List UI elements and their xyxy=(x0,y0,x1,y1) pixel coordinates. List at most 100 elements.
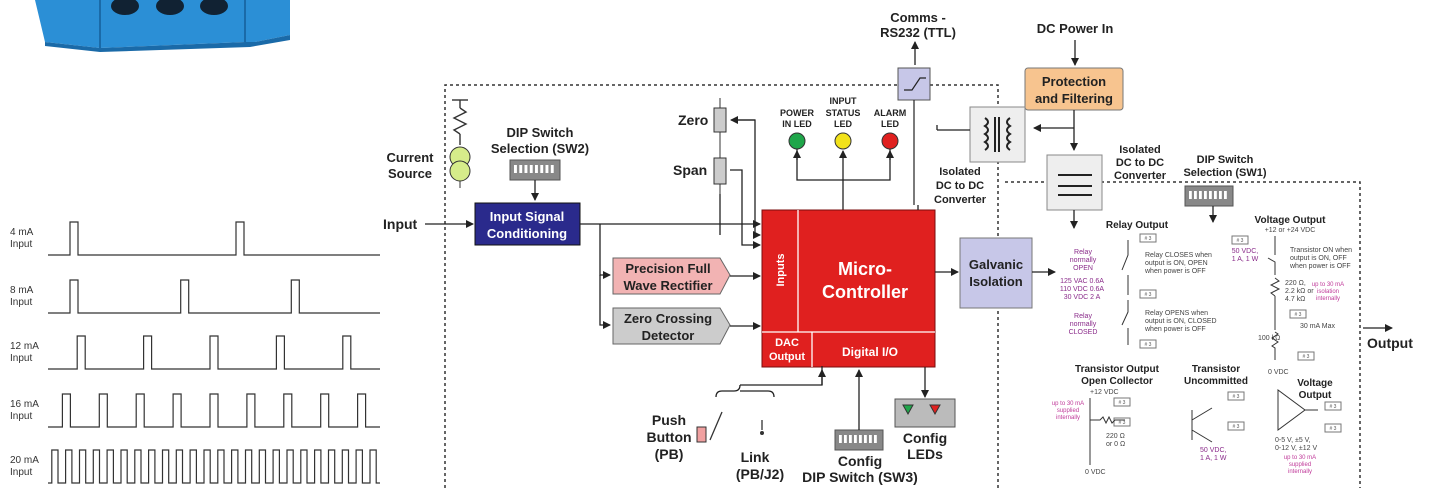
product-photo xyxy=(35,0,290,52)
current-source-label-1: Current xyxy=(387,150,435,165)
led-input-label-3: LED xyxy=(834,119,853,129)
link-label-1: Link xyxy=(741,449,770,465)
vout-r-3: up to 30 mA xyxy=(1284,455,1316,461)
terminal-label: # 3 xyxy=(1145,236,1152,242)
waveform-trace xyxy=(48,221,380,256)
transformer-icon xyxy=(983,117,1012,152)
wave-label-12ma-sub: Input xyxy=(10,353,32,364)
dip-key xyxy=(839,435,842,443)
toc-title-2: Open Collector xyxy=(1081,376,1153,387)
span-label: Span xyxy=(673,162,707,178)
wave-label-4ma: 4 mA xyxy=(10,227,34,238)
relay-contacts-icon xyxy=(1121,240,1129,345)
dip-key xyxy=(550,165,554,173)
wave-label-8ma-sub: Input xyxy=(10,297,32,308)
dip-key xyxy=(1199,191,1202,199)
microcontroller-label-1: Micro- xyxy=(838,259,892,279)
current-source-label-2: Source xyxy=(388,166,432,181)
dip-key xyxy=(859,435,862,443)
relay-rating-3: 30 VDC 2 A xyxy=(1064,294,1101,301)
relay-closes-2: output is ON, OPEN xyxy=(1145,260,1208,267)
terminal-label: # 3 xyxy=(1119,400,1126,406)
vo-trans-1: Transistor ON when xyxy=(1290,247,1352,254)
power-led-icon xyxy=(788,132,806,150)
toc-0v: 0 VDC xyxy=(1085,469,1106,476)
protection-label-1: Protection xyxy=(1042,74,1106,89)
voltage-output-circuit-icon xyxy=(1267,236,1281,360)
relay-opens-1: Relay OPENS when xyxy=(1145,310,1208,317)
terminal-label: # 3 xyxy=(1145,342,1152,348)
tu-rating-2: 1 A, 1 W xyxy=(1200,455,1227,462)
zcd-label-1: Zero Crossing xyxy=(624,311,712,326)
toc-up-1: up to 30 mA xyxy=(1052,401,1084,407)
terminal-label: # 3 xyxy=(1295,312,1302,318)
digital-io-label: Digital I/O xyxy=(842,345,898,359)
push-button-icon[interactable] xyxy=(696,426,707,443)
terminal-block xyxy=(1113,397,1131,407)
relay-closes-1: Relay CLOSES when xyxy=(1145,252,1212,259)
vout-r-1: 0-5 V, ±5 V, xyxy=(1275,437,1311,444)
isolated-dc-converter-left xyxy=(969,106,1026,163)
current-source-icon xyxy=(449,146,471,182)
toc-title-1: Transistor Output xyxy=(1075,364,1160,375)
relay-closes-3: when power is OFF xyxy=(1144,268,1206,275)
terminal-label: # 3 xyxy=(1237,238,1244,244)
waveform-trace xyxy=(48,393,380,428)
vo-supply: +12 or +24 VDC xyxy=(1265,227,1316,234)
vo-100k: 100 kΩ xyxy=(1258,335,1280,342)
terminal-label: # 3 xyxy=(1303,354,1310,360)
terminal-label: # 3 xyxy=(1330,404,1337,410)
wave-label-16ma-sub: Input xyxy=(10,411,32,422)
dip-key xyxy=(535,165,538,173)
terminal-label: # 3 xyxy=(1233,394,1240,400)
config-leds-label-2: LEDs xyxy=(907,446,943,462)
relay-output-title: Relay Output xyxy=(1106,220,1169,231)
rectifier-label-2: Wave Rectifier xyxy=(623,278,712,293)
rectifier-label-1: Precision Full xyxy=(625,261,710,276)
tu-rating-1: 50 VDC, xyxy=(1200,447,1227,454)
iso-left-label-2: DC to DC xyxy=(936,180,984,192)
toc-r-2: or 0 Ω xyxy=(1106,441,1125,448)
iso-right-label-3: Converter xyxy=(1114,170,1167,182)
isolation-boundary-right xyxy=(1005,181,1361,488)
vo-trans-2: output is ON, OFF xyxy=(1290,255,1347,262)
relay-rating-1: 125 VAC 0.6A xyxy=(1060,278,1104,285)
toc-up-3: internally xyxy=(1056,415,1080,421)
tu-title-1: Transistor xyxy=(1192,364,1240,375)
comms-opto-icon xyxy=(897,67,931,101)
led-input-label-2: STATUS xyxy=(826,108,861,118)
isolated-dc-converter-right xyxy=(1046,154,1103,211)
dip-key xyxy=(540,165,544,173)
wave-label-4ma-sub: Input xyxy=(10,239,32,250)
config-leds-label-1: Config xyxy=(903,430,947,446)
alarm-led-icon xyxy=(881,132,899,150)
vo-0v: 0 VDC xyxy=(1268,369,1289,376)
vout-r-4: supplied xyxy=(1289,462,1311,468)
wave-label-8ma: 8 mA xyxy=(10,285,34,296)
config-switch-label-1: Config xyxy=(838,453,882,469)
isolation-boundary-mid xyxy=(930,84,999,488)
vo-up-1: up to 30 mA xyxy=(1312,282,1344,288)
vo-max: 30 mA Max xyxy=(1300,323,1336,330)
toc-up-2: supplied xyxy=(1057,408,1079,414)
terminal-block xyxy=(1324,423,1342,433)
vout-r-5: internally xyxy=(1288,469,1312,475)
led-alarm-label-2: LED xyxy=(881,119,900,129)
terminal-label: # 3 xyxy=(1145,292,1152,298)
vout-title-1: Voltage xyxy=(1297,378,1333,389)
dip-sw1-label-1: DIP Switch xyxy=(1197,154,1254,166)
transistor-icon-uncommitted xyxy=(1191,407,1213,443)
led-input-label-1: INPUT xyxy=(830,96,858,106)
inputs-label: Inputs xyxy=(775,254,787,287)
vo-rating-1: 50 VDC, xyxy=(1232,248,1259,255)
relay-open-1: Relay xyxy=(1074,249,1092,256)
dip-key xyxy=(1194,191,1197,199)
terminal-block xyxy=(1227,391,1245,401)
vo-rating-2: 1 A, 1 W xyxy=(1232,256,1259,263)
galvanic-isolation-block xyxy=(959,237,1033,309)
dip-key xyxy=(1209,191,1212,199)
waveform-trace xyxy=(48,335,380,370)
zero-label: Zero xyxy=(678,112,708,128)
dip-key xyxy=(1204,191,1207,199)
